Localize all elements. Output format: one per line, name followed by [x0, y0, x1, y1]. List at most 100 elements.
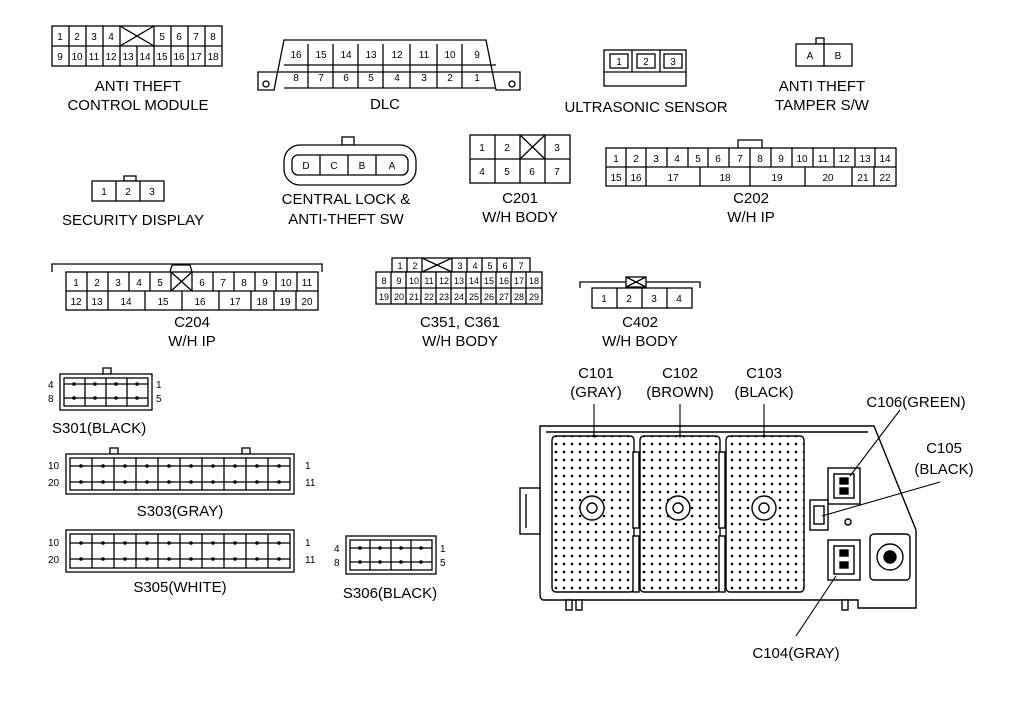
c102-label-2: (BROWN): [646, 384, 714, 401]
pin-label: 1: [73, 278, 79, 289]
pin-label: 16: [499, 276, 509, 286]
pin-label: 11: [424, 276, 433, 286]
pin-label: 4: [394, 73, 400, 84]
pin-label: 1: [616, 57, 622, 68]
pin-label: 9: [396, 276, 401, 286]
pin-label: 14: [139, 52, 151, 63]
pin-label: 4: [108, 32, 114, 43]
pin-label: 12: [439, 276, 449, 286]
pin-label: A: [389, 161, 396, 172]
pin-label: 16: [290, 50, 302, 61]
pin-label: 1: [601, 294, 607, 305]
anti-theft-module-connector: [51, 25, 223, 67]
pin-label: 2: [94, 278, 100, 289]
pin-label: 20: [301, 297, 313, 308]
pin-label: 2: [447, 73, 453, 84]
pin-label: 3: [115, 278, 121, 289]
pin-label: 15: [315, 50, 327, 61]
pin-label: 16: [194, 297, 206, 308]
pin-label: B: [359, 161, 366, 172]
pin-label: 6: [715, 154, 721, 165]
security-display-connector: [91, 175, 165, 202]
pin-label: 4: [48, 380, 54, 391]
pin-label: 12: [838, 154, 850, 165]
pin-label: 14: [340, 50, 352, 61]
pin-label: 18: [207, 52, 219, 63]
c402-label-2: W/H BODY: [602, 333, 678, 350]
pin-label: 16: [173, 52, 185, 63]
s306-end-labels: 4 8 1 5: [334, 544, 446, 569]
c351-pins: 1 2 3 4 5 6 7 8 9 10 11 12 13 14 15 16 1…: [379, 261, 539, 302]
pin-label: 2: [74, 32, 80, 43]
pin-label: 11: [305, 555, 316, 566]
c204-pins: 1 2 3 4 5 6 7 8 9 10 11 12 13 14 15 16 1…: [70, 278, 313, 308]
pin-label: 5: [157, 278, 163, 289]
pin-label: 6: [502, 261, 507, 271]
s305-label: S305(WHITE): [133, 579, 226, 596]
pin-label: 2: [626, 294, 632, 305]
pin-label: 9: [262, 278, 268, 289]
pin-label: 17: [514, 276, 524, 286]
pin-label: D: [302, 161, 309, 172]
pin-label: 27: [499, 292, 509, 302]
s301-splice: [59, 367, 153, 411]
pin-label: 1: [474, 73, 480, 84]
pin-label: 3: [670, 57, 676, 68]
pin-label: C: [330, 161, 337, 172]
s303-dots: [79, 464, 281, 484]
pin-label: 13: [91, 297, 103, 308]
pin-label: 16: [630, 173, 642, 184]
pin-label: 6: [176, 32, 182, 43]
pin-label: 6: [343, 73, 349, 84]
s306-splice: [345, 535, 437, 575]
c201-label-1: C201: [502, 190, 538, 207]
anti-theft-module-label-1: ANTI THEFT: [95, 78, 181, 95]
pin-label: 15: [610, 173, 622, 184]
pin-label: 17: [190, 52, 202, 63]
junction-callouts: [593, 404, 941, 637]
pin-label: 8: [293, 73, 299, 84]
pin-label: 4: [674, 154, 680, 165]
central-lock-label-1: CENTRAL LOCK &: [282, 191, 411, 208]
pin-label: 26: [484, 292, 494, 302]
central-lock-pins: D C B A: [302, 161, 395, 172]
pin-label: 17: [229, 297, 241, 308]
c105-label-2: (BLACK): [914, 461, 973, 478]
c102-label-1: C102: [662, 365, 698, 382]
c201-pins: 1 2 3 4 5 6 7: [479, 143, 560, 178]
dlc-label: DLC: [370, 96, 400, 113]
junction-block: [519, 425, 917, 611]
c103-label-2: (BLACK): [734, 384, 793, 401]
pin-label: 4: [136, 278, 142, 289]
s301-label: S301(BLACK): [52, 420, 146, 437]
pin-label: 13: [454, 276, 464, 286]
pin-label: 8: [48, 394, 54, 405]
anti-theft-module-pins: 1 2 3 4 5 6 7 8 9 10 11 12 13 14 15 16 1…: [57, 32, 219, 63]
pin-label: 12: [391, 50, 403, 61]
pin-label: 8: [241, 278, 247, 289]
pin-label: 11: [302, 278, 313, 289]
pin-label: 5: [440, 558, 446, 569]
pin-label: 7: [318, 73, 324, 84]
pin-label: 2: [643, 57, 649, 68]
pin-label: 28: [514, 292, 524, 302]
c351-connector: [375, 257, 543, 305]
pin-label: 15: [156, 52, 168, 63]
pin-label: 13: [122, 52, 134, 63]
c202-label-2: W/H IP: [727, 209, 775, 226]
pin-label: 10: [48, 461, 60, 472]
pin-label: 9: [57, 52, 63, 63]
s303-splice: [65, 447, 295, 495]
pin-label: 1: [156, 380, 162, 391]
pin-label: 10: [444, 50, 456, 61]
pin-label: 13: [365, 50, 377, 61]
pin-label: 2: [504, 143, 510, 154]
pin-label: A: [807, 51, 814, 62]
pin-label: 2: [125, 187, 131, 198]
c402-label-1: C402: [622, 314, 658, 331]
pin-label: 2: [633, 154, 639, 165]
c101-label-2: (GRAY): [570, 384, 621, 401]
c105-label-1: C105: [926, 440, 962, 457]
pin-label: 20: [48, 555, 60, 566]
